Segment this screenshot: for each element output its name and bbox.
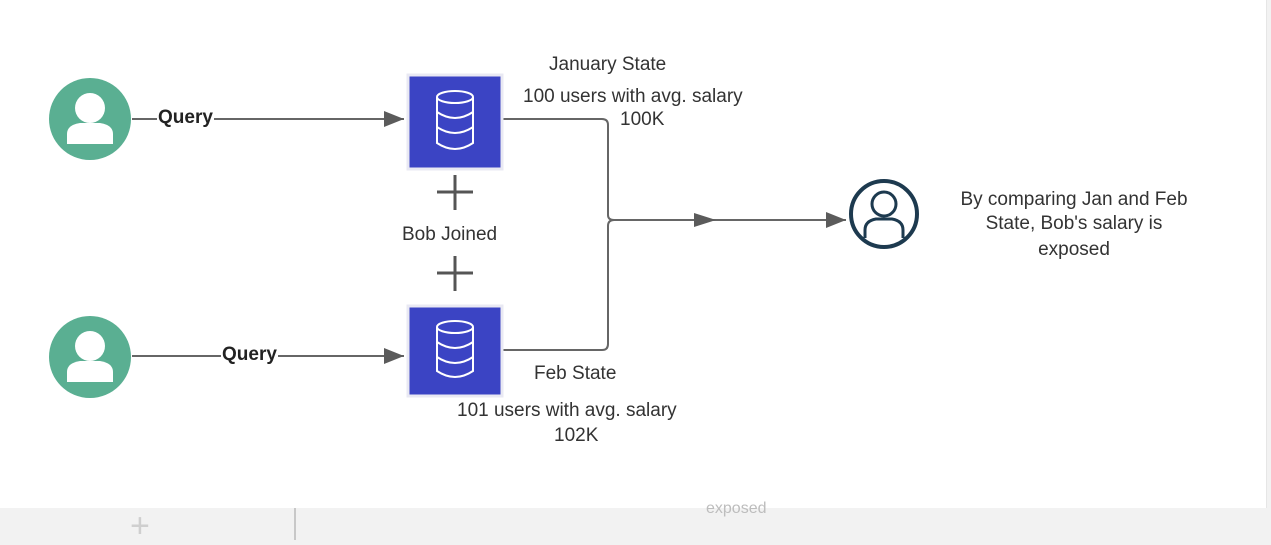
feb-state-title: Feb State <box>534 363 617 384</box>
plus-icon <box>437 175 473 210</box>
attacker-user-icon <box>849 179 919 249</box>
plus-icon <box>437 256 473 291</box>
database-icon <box>406 73 504 171</box>
database-icon <box>406 304 504 398</box>
january-state-line1: 100 users with avg. salary <box>523 86 743 107</box>
attacker-note-line2: State, Bob's salary is <box>985 213 1163 234</box>
diagram-canvas: Query Query January State 100 users with… <box>0 0 1267 508</box>
query-label-bottom: Query <box>221 343 278 367</box>
bob-joined-label: Bob Joined <box>402 224 498 245</box>
feb-state-line1: 101 users with avg. salary <box>457 400 677 421</box>
feb-state-line2: 102K <box>554 425 599 446</box>
diagram-svg <box>49 73 919 398</box>
user-icon <box>49 316 131 398</box>
ghost-text: exposed <box>706 500 767 517</box>
edge-db-top-to-merge <box>502 118 615 221</box>
user-icon <box>49 78 131 160</box>
plus-icon: + <box>130 507 150 545</box>
january-state-title: January State <box>549 54 667 75</box>
edge-db-bottom-to-merge <box>502 219 615 351</box>
divider <box>294 508 296 540</box>
attacker-note-line1: By comparing Jan and Feb <box>960 189 1188 210</box>
query-label-top: Query <box>157 106 214 130</box>
mid-arrow-head <box>694 213 716 227</box>
editor-background-strip: + exposed <box>0 500 1271 545</box>
attacker-note-line3: exposed <box>1038 239 1110 260</box>
january-state-line2: 100K <box>620 109 665 130</box>
